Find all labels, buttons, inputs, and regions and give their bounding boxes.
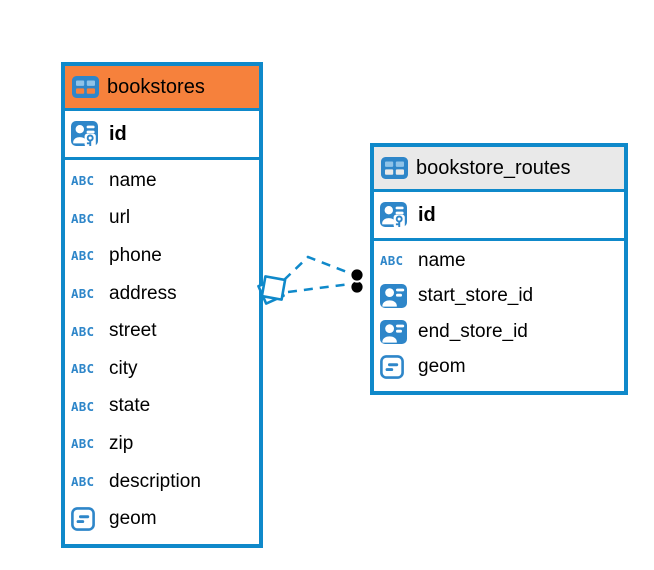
column-name: city <box>109 357 138 379</box>
text-type-icon: ABC <box>380 253 404 269</box>
table-bookstores[interactable]: bookstores id ABC <box>61 62 263 548</box>
column-row-end-store-id[interactable]: end_store_id <box>374 314 624 350</box>
column-name: end_store_id <box>418 320 528 342</box>
column-row-start-store-id[interactable]: start_store_id <box>374 279 624 315</box>
text-type-icon: ABC <box>71 398 95 414</box>
column-row-description[interactable]: ABC description <box>65 463 259 501</box>
text-type-icon: ABC <box>71 248 95 264</box>
column-row-street[interactable]: ABC street <box>65 312 259 350</box>
table-bookstore-routes-columns: ABC name start_store_id <box>374 241 624 391</box>
table-bookstores-columns: ABC name ABC url ABC phone ABC address A… <box>65 160 259 544</box>
column-row-zip[interactable]: ABC zip <box>65 425 259 463</box>
column-row-name[interactable]: ABC name <box>374 243 624 279</box>
table-icon <box>381 157 408 179</box>
column-name: start_store_id <box>418 285 534 307</box>
column-row-url[interactable]: ABC url <box>65 200 259 238</box>
text-type-icon: ABC <box>71 474 95 490</box>
primary-key-icon <box>380 202 410 228</box>
table-bookstore-routes-header[interactable]: bookstore_routes <box>374 147 624 192</box>
text-type-icon: ABC <box>71 323 95 339</box>
column-name: id <box>109 122 127 145</box>
id-reference-icon <box>380 319 410 344</box>
geometry-type-icon <box>71 507 101 532</box>
relationship-line-upper[interactable] <box>283 255 353 281</box>
column-row-address[interactable]: ABC address <box>65 275 259 313</box>
column-name: address <box>109 282 177 304</box>
geometry-type-icon <box>380 355 410 380</box>
column-name: id <box>418 203 436 226</box>
text-type-icon: ABC <box>71 361 95 377</box>
table-icon <box>72 76 99 98</box>
text-type-icon: ABC <box>71 286 95 302</box>
column-name: geom <box>109 508 157 530</box>
column-name: name <box>109 169 157 191</box>
column-row-geom[interactable]: geom <box>65 500 259 538</box>
table-title: bookstore_routes <box>416 156 571 179</box>
column-row-geom[interactable]: geom <box>374 350 624 386</box>
column-name: state <box>109 395 151 417</box>
column-name: geom <box>418 356 466 378</box>
column-name: zip <box>109 432 134 454</box>
primary-key-icon <box>71 121 101 147</box>
table-bookstores-header[interactable]: bookstores <box>65 66 259 111</box>
table-title: bookstores <box>107 75 205 98</box>
column-name: name <box>418 249 466 271</box>
column-row-state[interactable]: ABC state <box>65 388 259 426</box>
column-name: url <box>109 207 131 229</box>
column-name: street <box>109 320 157 342</box>
column-row-city[interactable]: ABC city <box>65 350 259 388</box>
text-type-icon: ABC <box>71 210 95 226</box>
column-name: phone <box>109 244 162 266</box>
column-row-name[interactable]: ABC name <box>65 162 259 200</box>
relationship-target-anchor[interactable] <box>349 267 365 295</box>
text-type-icon: ABC <box>71 173 95 189</box>
column-name: description <box>109 470 201 492</box>
column-row-id[interactable]: id <box>65 111 259 160</box>
text-type-icon: ABC <box>71 436 95 452</box>
id-reference-icon <box>380 284 410 309</box>
relationship-line-lower[interactable] <box>287 282 351 294</box>
column-row-phone[interactable]: ABC phone <box>65 237 259 275</box>
column-row-id[interactable]: id <box>374 192 624 241</box>
table-bookstore-routes[interactable]: bookstore_routes id ABC <box>370 143 628 395</box>
